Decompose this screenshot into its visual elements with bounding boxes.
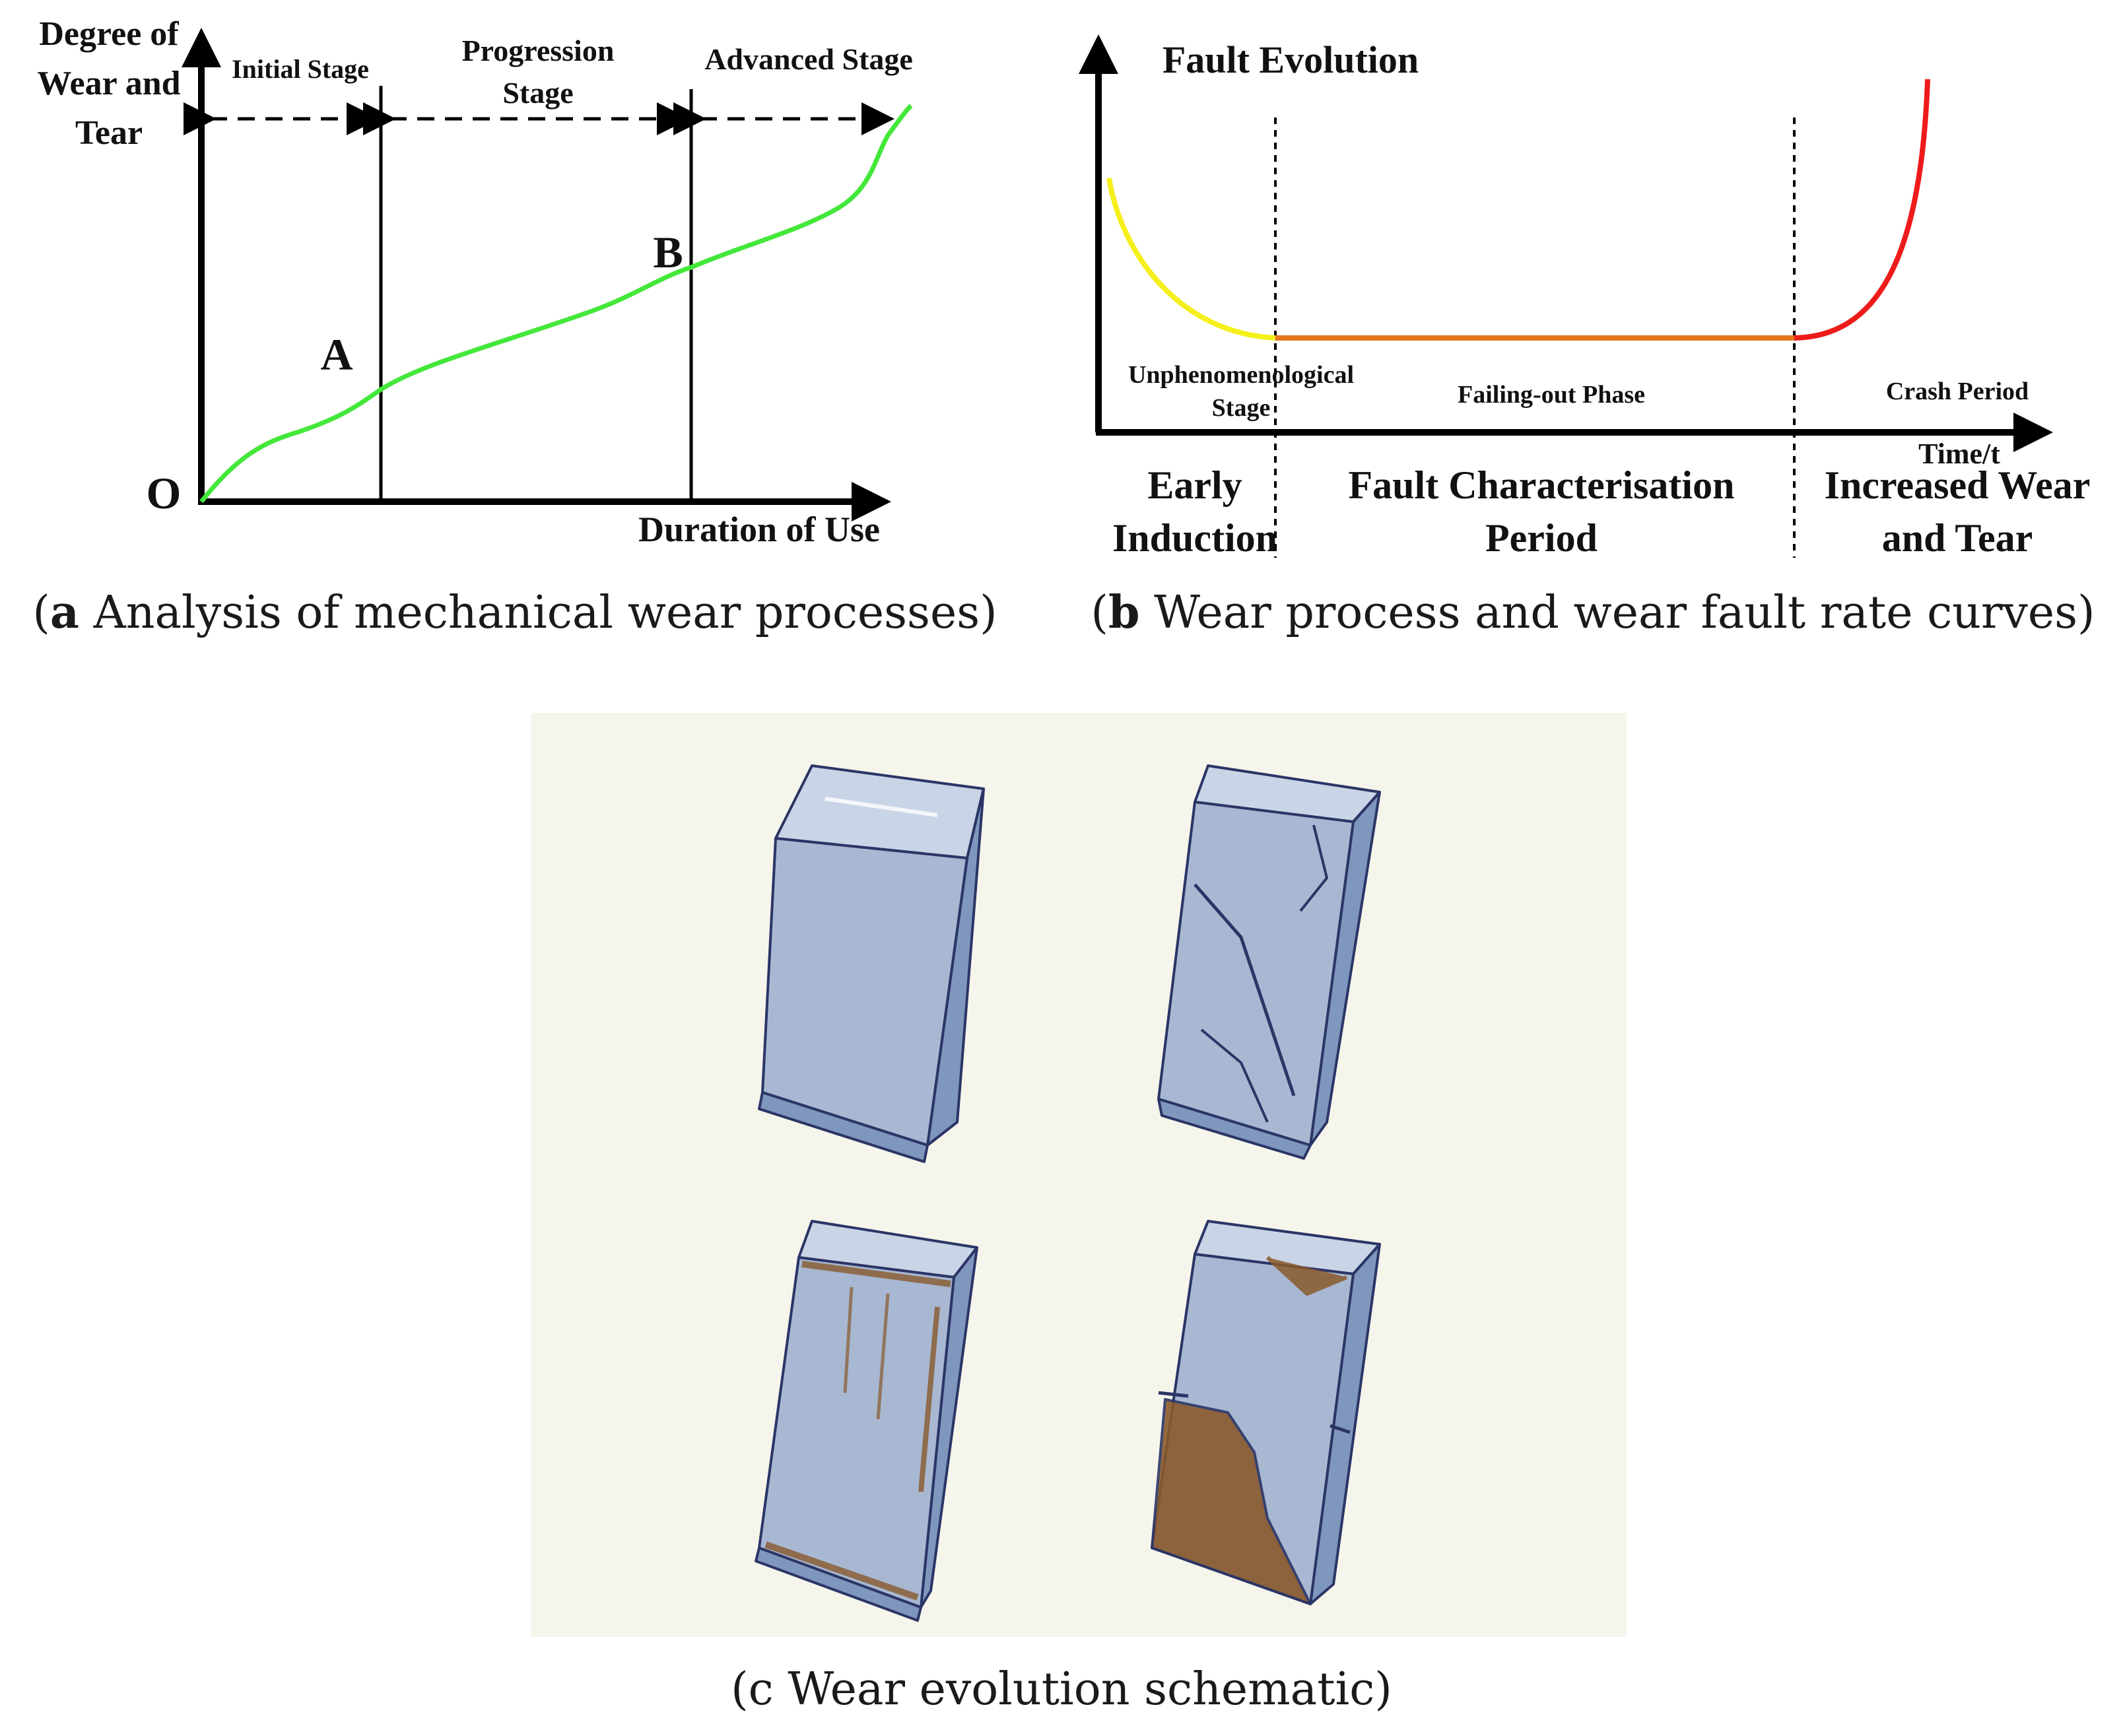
x-axis-label: Duration of Use xyxy=(638,510,880,549)
caption-c-letter: c xyxy=(748,1663,774,1716)
caption-c-text: Wear evolution schematic xyxy=(773,1663,1375,1716)
block-severe-wear xyxy=(1151,1220,1381,1605)
caption-a: (a Analysis of mechanical wear processes… xyxy=(32,586,997,639)
block-abraded xyxy=(755,1220,978,1622)
increased-wear-label-1: Increased Wear xyxy=(1825,463,2091,507)
fault-period-label-1: Fault Characterisation xyxy=(1349,463,1735,507)
failing-out-label: Failing-out Phase xyxy=(1458,381,1645,409)
progression-stage-label-2: Stage xyxy=(502,76,573,110)
y-axis-label-line-2: Wear and xyxy=(37,65,180,102)
increased-wear-label-2: and Tear xyxy=(1882,516,2033,560)
point-a-label: A xyxy=(320,329,353,380)
crash-period-label: Crash Period xyxy=(1886,378,2029,405)
caption-b-text: Wear process and wear fault rate curves xyxy=(1139,587,2078,639)
fault-period-label-2: Period xyxy=(1485,516,1598,560)
unphenomenological-label-1: Unphenomenological xyxy=(1128,361,1354,389)
early-failure-curve xyxy=(1106,178,1276,341)
wear-curve xyxy=(199,104,913,504)
time-axis-label: Time/t xyxy=(1918,438,2000,470)
y-axis-label-line-1: Degree of xyxy=(39,15,179,53)
fault-evolution-title: Fault Evolution xyxy=(1163,38,1419,81)
panel-b-chart: Fault Evolution Time/t Unphenomenologica… xyxy=(1079,34,2091,560)
progression-stage-label-1: Progression xyxy=(462,34,615,67)
caption-c: (c Wear evolution schematic) xyxy=(731,1663,1392,1716)
origin-label: O xyxy=(147,468,182,518)
unphenomenological-label-2: Stage xyxy=(1212,394,1271,422)
early-induction-label-1: Early xyxy=(1147,463,1242,507)
advanced-stage-label: Advanced Stage xyxy=(704,42,913,76)
caption-b: (b Wear process and wear fault rate curv… xyxy=(1091,586,2095,639)
schematic-background xyxy=(531,713,1627,1637)
caption-a-letter: a xyxy=(50,586,79,639)
wear-out-curve xyxy=(1794,79,1930,341)
initial-stage-label: Initial Stage xyxy=(232,54,369,84)
caption-b-letter: b xyxy=(1108,586,1140,639)
block-new xyxy=(758,764,985,1163)
block-cracked xyxy=(1157,764,1381,1160)
y-axis-label-line-3: Tear xyxy=(75,114,143,152)
early-induction-label-2: Induction xyxy=(1112,516,1277,560)
caption-a-text: Analysis of mechanical wear processes xyxy=(79,587,980,639)
panel-c-schematic xyxy=(531,713,1627,1637)
point-b-label: B xyxy=(653,227,683,277)
panel-a-chart: Degree of Wear and Tear Initial Stage Pr… xyxy=(37,15,912,549)
